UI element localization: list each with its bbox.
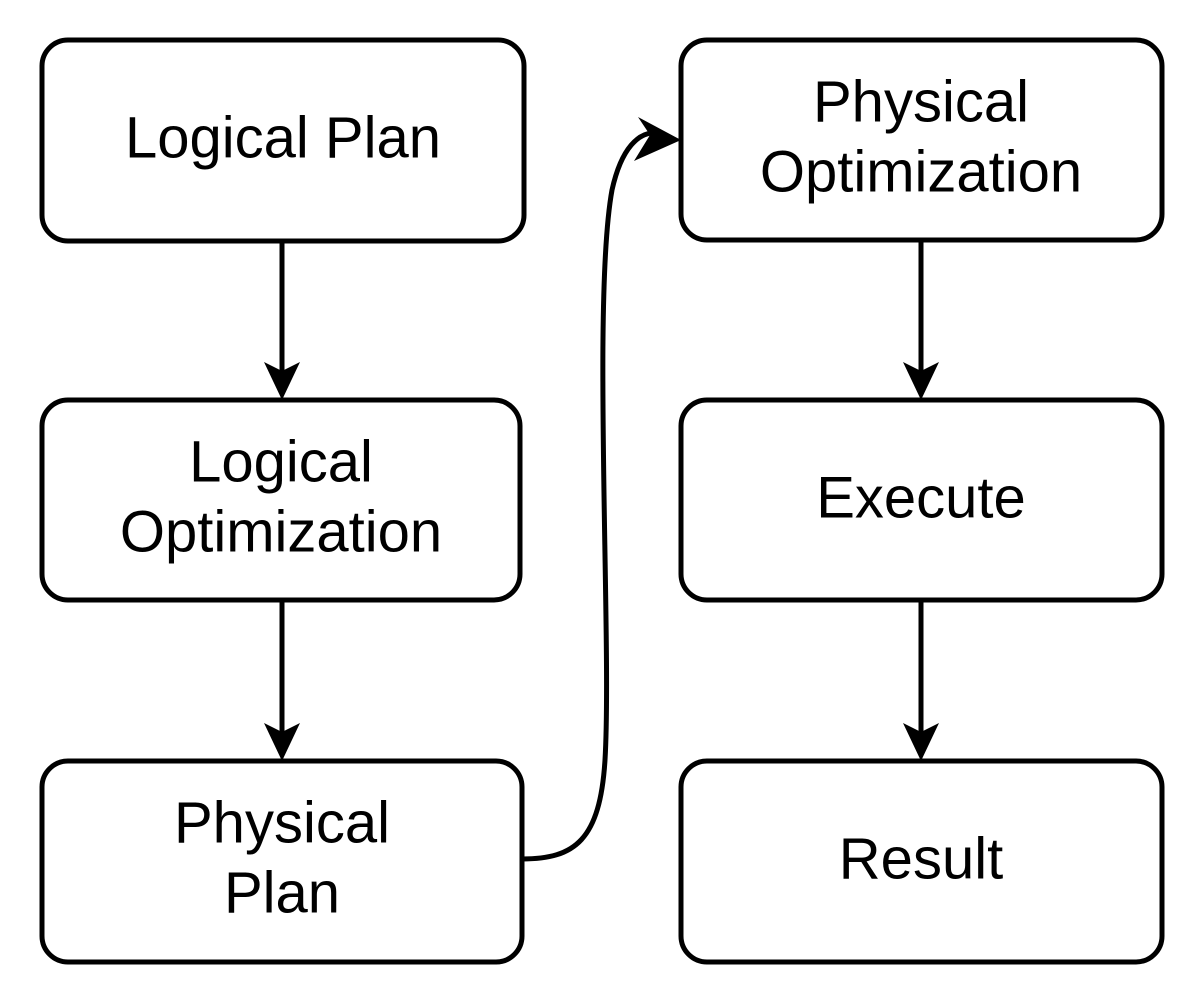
node-label-line-1: Logical Plan bbox=[125, 105, 441, 170]
edge-physical-optimization-to-execute bbox=[903, 240, 939, 400]
node-logical-optimization[interactable]: Logical Optimization bbox=[39, 397, 523, 603]
node-label-line-1: Logical bbox=[189, 429, 373, 494]
node-box[interactable] bbox=[39, 37, 527, 244]
node-label-line-1: Physical bbox=[174, 790, 390, 855]
arrowhead-right-icon bbox=[634, 117, 681, 161]
edge-logical-optimization-to-physical-plan bbox=[264, 600, 300, 761]
node-logical-plan[interactable]: Logical Plan bbox=[39, 37, 527, 244]
node-label-line-1: Physical bbox=[813, 69, 1029, 134]
edge-physical-plan-to-physical-optimization bbox=[521, 117, 681, 862]
node-execute[interactable]: Execute bbox=[678, 397, 1165, 603]
node-label-line-2: Plan bbox=[224, 860, 340, 925]
node-result[interactable]: Result bbox=[678, 758, 1165, 965]
node-label-line-1: Result bbox=[839, 826, 1003, 891]
node-label-line-2: Optimization bbox=[760, 139, 1082, 204]
edge-execute-to-result bbox=[903, 600, 939, 761]
arrowhead-down-icon bbox=[264, 362, 300, 400]
node-box[interactable] bbox=[678, 37, 1165, 243]
node-label-line-2: Optimization bbox=[120, 499, 442, 564]
node-label-line-1: Execute bbox=[816, 465, 1026, 530]
edge-logical-plan-to-logical-optimization bbox=[264, 241, 300, 400]
node-box[interactable] bbox=[39, 397, 523, 603]
arrowhead-down-icon bbox=[903, 723, 939, 761]
node-box[interactable] bbox=[678, 397, 1165, 603]
node-physical-plan[interactable]: Physical Plan bbox=[39, 758, 525, 965]
arrowhead-down-icon bbox=[264, 723, 300, 761]
node-physical-optimization[interactable]: Physical Optimization bbox=[678, 37, 1165, 243]
node-box[interactable] bbox=[39, 758, 525, 965]
edge-curve bbox=[521, 130, 653, 862]
node-box[interactable] bbox=[678, 758, 1165, 965]
arrowhead-down-icon bbox=[903, 362, 939, 400]
